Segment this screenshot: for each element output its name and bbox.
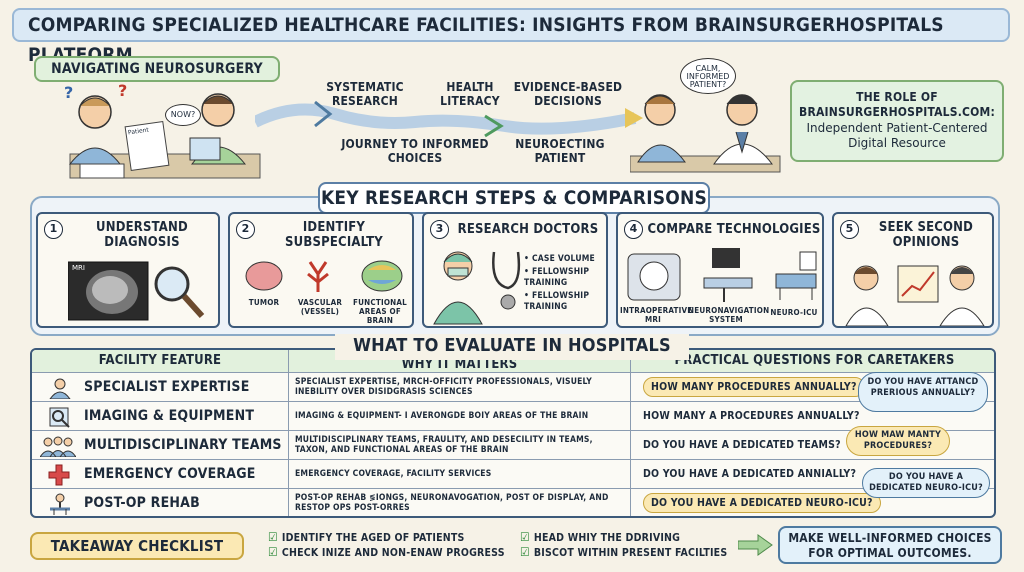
arrow-right-icon	[738, 534, 773, 556]
table-row: POST-OP REHAB POST-OP REHAB ≶IONGS, NEUR…	[32, 488, 994, 516]
why-cell: EMERGENCY COVERAGE, FACILITY SERVICES	[288, 460, 630, 489]
imaging-icon	[49, 407, 70, 428]
why-cell: IMAGING & EQUIPMENT- I AVERONGDE BOIY AR…	[288, 402, 630, 431]
table-row: IMAGING & EQUIPMENT IMAGING & EQUIPMENT-…	[32, 401, 994, 431]
card-title: IDENTIFY SUBSPECIALTY	[285, 220, 383, 250]
final-message: MAKE WELL-INFORMED CHOICES FOR OPTIMAL O…	[778, 526, 1002, 564]
feature-cell: EMERGENCY COVERAGE	[84, 466, 256, 482]
emergency-cross-icon	[48, 464, 70, 486]
feature-cell: MULTIDISCIPLINARY TEAMS	[84, 437, 282, 453]
criteria-fellowship-2: • FELLOWSHIP TRAINING	[524, 291, 590, 312]
surgeon-stethoscope-icon	[433, 251, 521, 325]
card-number: 5	[840, 220, 859, 239]
key-research-title: KEY RESEARCH STEPS & COMPARISONS	[318, 182, 710, 214]
check-icon: ☑	[268, 545, 278, 559]
card-compare-technologies: 4 COMPARE TECHNOLOGIES INTRAOPERATIVE MR…	[616, 212, 824, 328]
feature-cell: SPECIALIST EXPERTISE	[84, 379, 250, 395]
feature-cell: POST-OP REHAB	[84, 495, 200, 511]
step-evidence-based-decisions: EVIDENCE-BASED DECISIONS	[513, 80, 623, 108]
mri-label: MRI	[72, 264, 85, 272]
feature-cell: IMAGING & EQUIPMENT	[84, 408, 255, 424]
card-research-doctors: 3 RESEARCH DOCTORS • CASE VOLUME • FELLO…	[422, 212, 608, 328]
subspecialty-vascular: VASCULAR (VESSEL)	[297, 298, 343, 316]
page-title: COMPARING SPECIALIZED HEALTHCARE FACILIT…	[12, 8, 1010, 66]
check-icon: ☑	[268, 530, 278, 544]
doctors-consulting-icon	[845, 265, 985, 326]
question-cell: HOW MANY PROCEDURES ANNUALLY?	[630, 373, 994, 402]
why-cell: POST-OP REHAB ≶IONGS, NEURONAVOGATION, P…	[288, 489, 630, 516]
criteria-fellowship: • FELLOWSHIP TRAINING	[524, 267, 590, 288]
card-number: 3	[430, 220, 449, 239]
subspecialty-tumor: TUMOR	[248, 298, 280, 307]
why-cell: SPECIALIST EXPERTISE, MRCH-OFFICITY PROF…	[288, 373, 630, 402]
card-title: SEEK SECOND OPINIONS	[878, 220, 974, 250]
journey-arrow	[255, 100, 643, 138]
role-description: Independent Patient-Centered Digital Res…	[806, 121, 988, 150]
card-title: COMPARE TECHNOLOGIES	[647, 222, 821, 237]
callout-cloud: HOW MAW MANTY PROCEDURES?	[846, 426, 950, 456]
team-icon	[40, 436, 76, 457]
evaluate-title: WHAT TO EVALUATE IN HOSPITALS	[335, 334, 689, 360]
step-neuroecting-patient: NEUROECTING PATIENT	[515, 137, 605, 165]
now-speech-bubble: NOW?	[165, 104, 201, 126]
svg-text:?: ?	[64, 84, 73, 102]
evaluation-table: FACILITY FEATURE WHY IT MATTERS PRACTICA…	[30, 348, 996, 518]
card-understand-diagnosis: 1 UNDERSTAND DIAGNOSIS MRI	[36, 212, 220, 328]
question-highlight: HOW MANY PROCEDURES ANNUALLY?	[643, 377, 865, 397]
question-cell: DO YOU HAVE A DEDICATED NEURO-ICU?	[630, 489, 994, 516]
card-title: RESEARCH DOCTORS	[457, 222, 599, 237]
check-icon: ☑	[520, 545, 530, 559]
mri-scan-icon	[68, 261, 205, 321]
role-title: THE ROLE OF BRAINSURGERHOSPITALS.COM:	[799, 90, 995, 119]
checklist-item: ☑IDENTIFY THE AGED OF PATIENTS	[268, 530, 465, 544]
callout-cloud: DO YOU HAVE A DEDICATED NEURO-ICU?	[862, 468, 990, 498]
question-cell: DO YOU HAVE A DEDICATED TEAMS?	[630, 431, 994, 460]
brain-icons	[245, 260, 403, 292]
question-highlight: DO YOU HAVE A DEDICATED NEURO-ICU?	[643, 493, 881, 513]
rehab-icon	[50, 493, 70, 515]
step-health-literacy: HEALTH LITERACY	[440, 80, 500, 108]
step-systematic-research: SYSTEMATIC RESEARCH	[326, 80, 404, 108]
specialist-icon	[49, 378, 71, 399]
header-facility-feature: FACILITY FEATURE	[32, 350, 288, 372]
card-identify-subspecialty: 2 IDENTIFY SUBSPECIALTY TUMOR VASCULAR (…	[228, 212, 414, 328]
doctor-patient-illustration	[630, 94, 781, 173]
table-row: EMERGENCY COVERAGE EMERGENCY COVERAGE, F…	[32, 459, 994, 489]
table-row: MULTIDISCIPLINARY TEAMS MULTIDISCIPLINAR…	[32, 430, 994, 460]
table-row: SPECIALIST EXPERTISE SPECIALIST EXPERTIS…	[32, 372, 994, 402]
technology-icons	[627, 248, 817, 302]
takeaway-label: TAKEAWAY CHECKLIST	[30, 532, 244, 560]
callout-cloud: DO YOU HAVE ATTANCD PRERIOUS ANNUALLY?	[858, 372, 988, 412]
doctor-criteria-list: • CASE VOLUME • FELLOWSHIP TRAINING • FE…	[524, 254, 608, 313]
subspecialty-functional: FUNCTIONAL AREAS OF BRAIN	[353, 298, 407, 325]
checklist-item: ☑CHECK INIZE AND NON-ENAW PROGRESS	[268, 545, 505, 559]
confused-patients-illustration: ? ?	[64, 84, 261, 179]
criteria-case-volume: • CASE VOLUME	[524, 254, 595, 264]
tech-intraoperative-mri: INTRAOPERATIVE MRI	[620, 306, 693, 324]
step-journey-informed-choices: JOURNEY TO INFORMED CHOICES	[341, 137, 489, 165]
checklist-item: ☑BISCOT WITHIN PRESENT FACILTIES	[520, 545, 728, 559]
question-cell: HOW MANY A PROCEDURES ANNUALLY?	[630, 402, 994, 431]
check-icon: ☑	[520, 530, 530, 544]
question-cell: DO YOU HAVE A DEDICATED ANNIALLY?	[630, 460, 994, 489]
svg-text:?: ?	[118, 84, 127, 100]
navigating-neurosurgery-label: NAVIGATING NEUROSURGERY	[34, 56, 280, 82]
card-second-opinions: 5 SEEK SECOND OPINIONS	[832, 212, 994, 328]
calm-patient-bubble: CALM, INFORMED PATIENT?	[680, 58, 736, 94]
tech-neuro-icu: NEURO-ICU	[770, 308, 818, 317]
header-practical-questions: PRACTICAL QUESTIONS FOR CARETAKERS	[630, 350, 994, 372]
why-cell: MULTIDISCIPLINARY TEAMS, FRAULITY, AND D…	[288, 431, 630, 460]
card-number: 1	[44, 220, 63, 239]
card-number: 2	[236, 220, 255, 239]
card-title: UNDERSTAND DIAGNOSIS	[96, 220, 188, 250]
checklist-item: ☑HEAD WHIY THE DDRIVING	[520, 530, 681, 544]
tech-neuronavigation: NEURONAVIGATION SYSTEM	[688, 306, 770, 324]
platform-role-box: THE ROLE OF BRAINSURGERHOSPITALS.COM: In…	[790, 80, 1004, 162]
card-number: 4	[624, 220, 643, 239]
